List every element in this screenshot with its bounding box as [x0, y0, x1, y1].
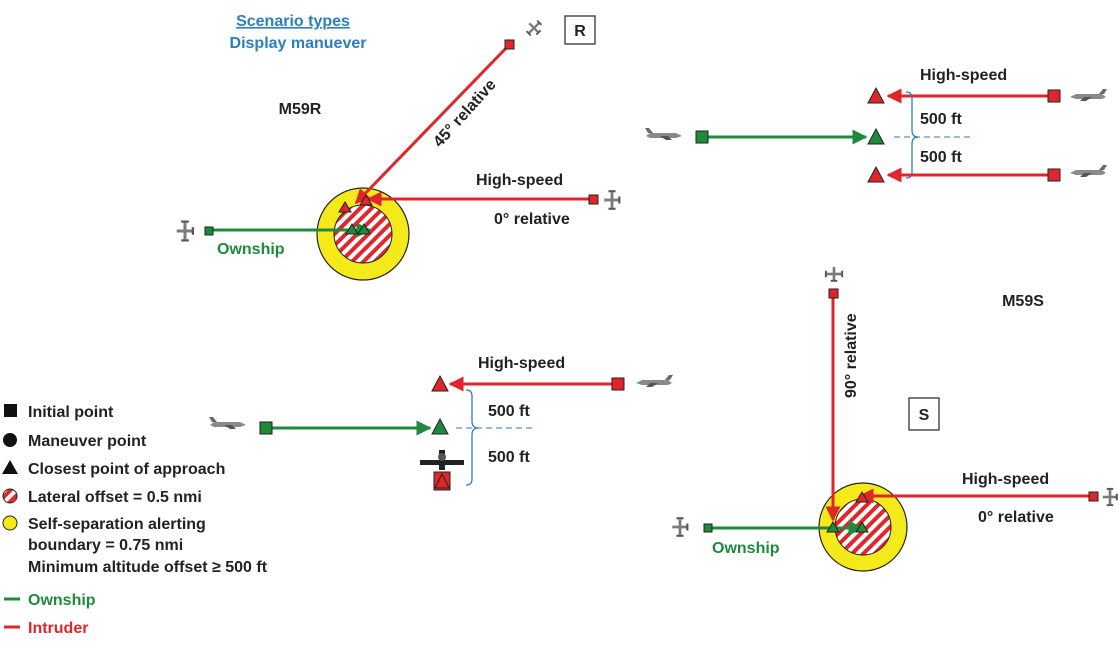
closest-point-icon [2, 460, 18, 474]
cpa-marker [431, 374, 449, 392]
maneuver-point-icon [3, 433, 17, 447]
intruder-0-label: 0° relative [494, 211, 570, 228]
lateral-offset-icon [2, 488, 18, 504]
side-s-offset-above: 500 ft [488, 403, 530, 420]
ownship-initial-point [204, 226, 214, 236]
scenario-s-box-label: S [919, 407, 930, 424]
side-r-upper-initial-point [1047, 89, 1061, 103]
cpa-marker [357, 223, 371, 235]
side-r-offset-below: 500 ft [920, 149, 962, 166]
intruder-45-aircraft-icon [523, 17, 546, 40]
legend-lateral-offset: Lateral offset = 0.5 nmi [28, 489, 202, 506]
scenario-r-box-label: R [574, 23, 586, 40]
subtitle: Display manuever [230, 35, 367, 52]
intruder-90-aircraft-icon [824, 266, 844, 282]
ownship-s-initial-point [703, 523, 713, 533]
side-s-ownship-aircraft-icon [209, 417, 246, 429]
side-r-ownship-initial-point [695, 130, 709, 144]
side-s-intruder-initial-point [611, 377, 625, 391]
legend-ownship: Ownship [28, 592, 96, 609]
scenario-s-name: M59S [1002, 293, 1044, 310]
side-s-speed: High-speed [478, 355, 565, 372]
side-r-lower-initial-point [1047, 168, 1061, 182]
cpa-marker [867, 86, 885, 104]
side-s-bracket [465, 389, 479, 486]
cpa-marker [855, 491, 869, 503]
cpa-marker [867, 127, 885, 145]
alert-boundary-icon [2, 515, 18, 531]
side-r-ownship-aircraft-icon [645, 128, 682, 140]
ownship-aircraft-icon [176, 220, 194, 242]
initial-point-icon [4, 404, 17, 417]
cpa-marker [431, 417, 449, 435]
legend-intruder: Intruder [28, 620, 88, 637]
intruder-s-0-initial-point [1088, 491, 1099, 502]
intruder-90-label: 90° relative [843, 313, 860, 398]
cpa-marker [359, 194, 373, 206]
cpa-marker [338, 201, 352, 213]
legend-alert-line1: Self-separation alerting [28, 516, 206, 533]
side-s-ownship-initial-point [259, 421, 273, 435]
legend-alert-line2: boundary = 0.75 nmi [28, 537, 183, 554]
ownship-s-label: Ownship [712, 540, 780, 557]
intruder-s-0-label: 0° relative [978, 509, 1054, 526]
side-r-offset-above: 500 ft [920, 111, 962, 128]
intruder-0-initial-point [588, 194, 599, 205]
cpa-marker [855, 521, 869, 533]
intruder-45-initial-point [504, 39, 515, 50]
intruder-s-0-speed: High-speed [962, 471, 1049, 488]
intruder-s-0-aircraft-icon [1102, 487, 1118, 507]
ownship-s-aircraft-icon [672, 517, 689, 537]
side-r-lower-aircraft-icon [1070, 165, 1107, 177]
side-r-bracket [905, 91, 919, 179]
legend-maneuver-point: Maneuver point [28, 433, 147, 450]
scenario-s-box: S [908, 397, 940, 431]
intruder-90-initial-point [828, 288, 839, 299]
legend-initial-point: Initial point [28, 404, 114, 421]
side-s-offset-below: 500 ft [488, 449, 530, 466]
intruder-0-aircraft-icon [604, 190, 621, 210]
side-r-speed: High-speed [920, 67, 1007, 84]
side-s-intruder-aircraft-icon [636, 375, 673, 387]
intruder-45-path [354, 42, 512, 205]
legend: Initial point Maneuver point Closest poi… [2, 404, 268, 637]
cpa-marker [826, 521, 840, 533]
scenario-r-box: R [564, 15, 596, 45]
legend-alert-line3: Minimum altitude offset ≥ 500 ft [28, 559, 268, 576]
scenario-r-name: M59R [279, 101, 322, 118]
ownship-label: Ownship [217, 241, 285, 258]
cpa-marker [867, 165, 885, 183]
legend-closest-point: Closest point of approach [28, 461, 225, 478]
intruder-0-speed: High-speed [476, 172, 563, 189]
side-s-stacked-intruder [420, 450, 464, 491]
title: Scenario types [236, 13, 350, 30]
cpa-marker [345, 223, 359, 235]
side-r-upper-aircraft-icon [1070, 89, 1107, 101]
